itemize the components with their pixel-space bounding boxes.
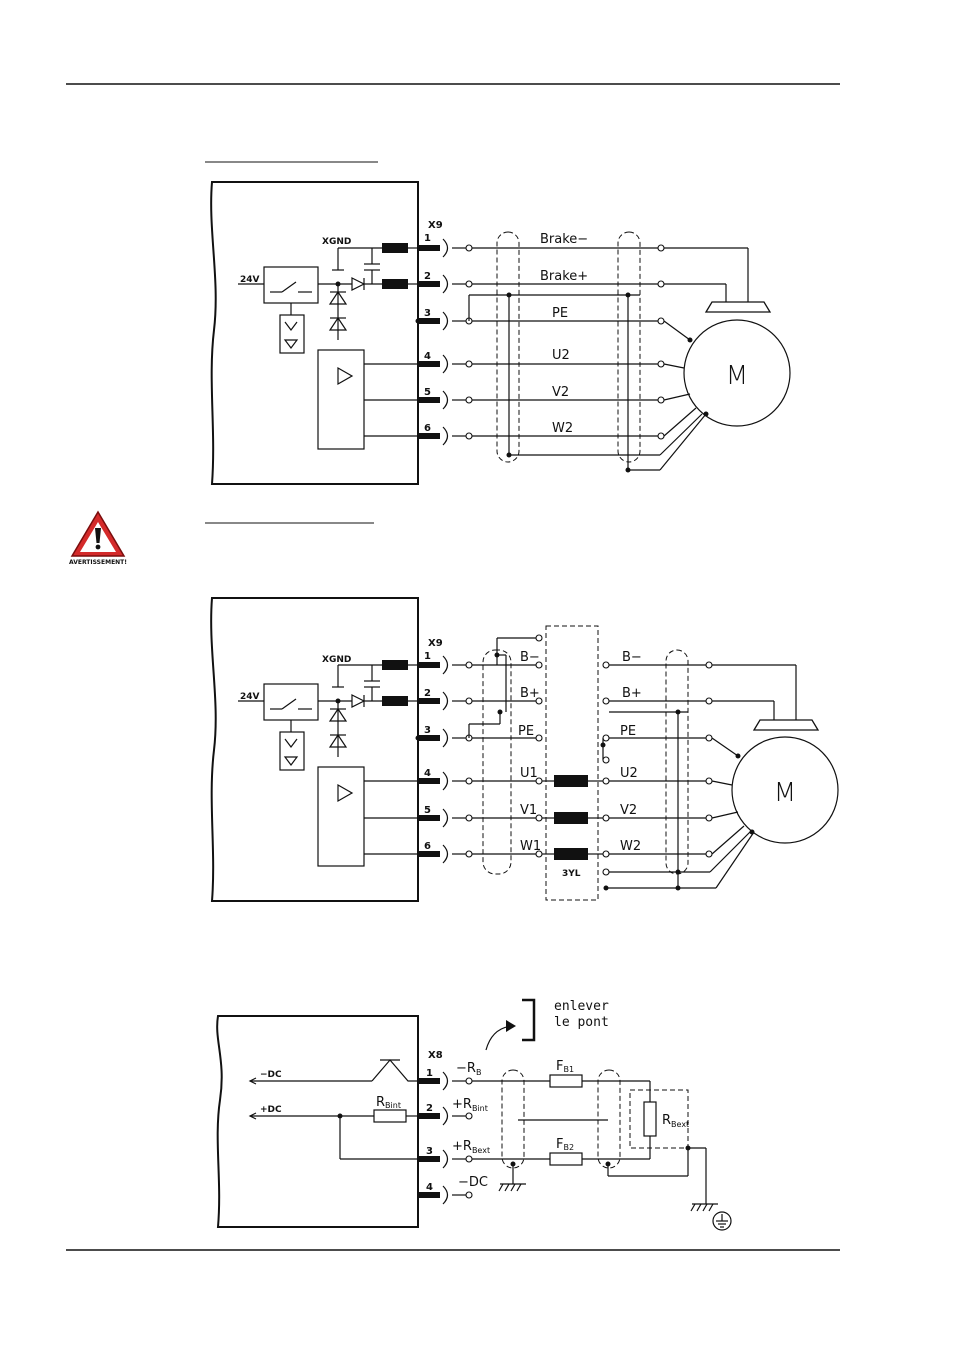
motor-1 — [683, 319, 791, 427]
pin-label: −DC — [458, 1175, 488, 1190]
pin-number: 2 — [426, 1103, 433, 1114]
signal-label-right: B+ — [622, 686, 642, 701]
bridge-note-line1: enlever — [554, 999, 609, 1014]
pin-number: 3 — [424, 725, 431, 736]
pin-rows-3: 1 −RB 2 +RBint 3 +RBext — [418, 1061, 490, 1205]
pin-number: 1 — [426, 1068, 433, 1079]
choke-coil — [554, 812, 588, 824]
signal-label: Brake+ — [540, 269, 588, 284]
pin-number: 6 — [424, 841, 431, 852]
signal-label-left: B− — [520, 650, 540, 665]
fuse-fb2 — [549, 1152, 583, 1166]
warning-icon — [70, 510, 126, 557]
pin-rows-2: 1 B− B− 2 B+ — [418, 650, 713, 864]
pin-label: −RB — [456, 1061, 481, 1077]
amplifier-box-1 — [317, 349, 365, 450]
signal-label-left: PE — [518, 724, 534, 739]
motor-2 — [731, 736, 839, 844]
cable-shield-3b — [597, 1069, 621, 1169]
signal-label-left: V1 — [520, 803, 537, 818]
motor-brake-2 — [752, 719, 820, 731]
optocoupler-2 — [279, 731, 305, 771]
protective-earth-icon — [712, 1211, 732, 1231]
xgnd-label-2: XGND — [322, 655, 351, 665]
bridge-bracket — [522, 998, 536, 1042]
drive-box-3 — [216, 1015, 419, 1228]
ground-symbol-2 — [690, 1203, 718, 1212]
diagram-2: X9 XGND 24V — [210, 597, 839, 902]
cable-shield-2b — [665, 649, 689, 875]
choke-housing — [545, 625, 599, 901]
rbext-label: RBext — [662, 1113, 689, 1129]
diagram-1: X9 XGND 24V — [210, 181, 791, 485]
optocoupler-1 — [279, 314, 305, 354]
pin-label: +RBext — [452, 1139, 490, 1155]
rbint-label: RBint — [376, 1095, 401, 1110]
motor-brake-1 — [704, 301, 772, 313]
pin-number: 4 — [426, 1182, 433, 1193]
connector-label-1: X9 — [428, 220, 443, 231]
voltage-label-2: 24V — [240, 692, 260, 702]
fuse-fb1-label: FB1 — [556, 1059, 574, 1074]
rbext-housing — [629, 1089, 689, 1149]
motor-label-1: M — [726, 361, 748, 391]
signal-label-right: V2 — [620, 803, 637, 818]
signal-label-left: U1 — [520, 766, 538, 781]
signal-label: W2 — [552, 421, 573, 436]
minus-dc-label: −DC — [260, 1070, 282, 1080]
cable-shield-1b — [617, 231, 641, 463]
amplifier-box-2 — [317, 766, 365, 867]
fuse-fb1 — [549, 1074, 583, 1088]
plus-dc-label: +DC — [260, 1105, 282, 1115]
xgnd-label-1: XGND — [322, 237, 351, 247]
pin-number: 4 — [424, 351, 431, 362]
pin-number: 1 — [424, 651, 431, 662]
pin-number: 2 — [424, 271, 431, 282]
pin-number: 1 — [424, 233, 431, 244]
signal-label: PE — [552, 306, 568, 321]
pin-number: 5 — [424, 387, 431, 398]
pin-rows-1: 1 Brake− 2 Brake+ 3 — [418, 232, 665, 446]
pin-number: 4 — [424, 768, 431, 779]
pin-number: 3 — [426, 1146, 433, 1157]
fuse-fb2-label: FB2 — [556, 1137, 574, 1152]
rbint-resistor — [373, 1109, 407, 1123]
signal-label: Brake− — [540, 232, 588, 247]
warning-label: AVERTISSEMENT! — [69, 559, 127, 566]
signal-label: U2 — [552, 348, 570, 363]
signal-label: V2 — [552, 385, 569, 400]
signal-label-left: B+ — [520, 686, 540, 701]
diagram-3: X8 −DC +DC RBint 1 −RB 2 — [216, 998, 732, 1231]
pin-number: 6 — [424, 423, 431, 434]
signal-label-right: W2 — [620, 839, 641, 854]
bridge-note-line2: le pont — [554, 1015, 609, 1030]
rbext-resistor — [643, 1101, 657, 1137]
signal-label-right: U2 — [620, 766, 638, 781]
cable-shield-1a — [496, 231, 520, 463]
choke-coil — [554, 848, 588, 860]
drive-box-1 — [210, 181, 419, 485]
ground-symbol-1 — [498, 1183, 526, 1192]
cable-shield-3a — [501, 1069, 525, 1169]
cable-shield-2a — [482, 649, 512, 875]
choke-coil — [554, 775, 588, 787]
pin-number: 3 — [424, 308, 431, 319]
connector-label-2: X9 — [428, 638, 443, 649]
signal-label-right: B− — [622, 650, 642, 665]
drive-box-2 — [210, 597, 419, 902]
brake-choke-1a — [382, 243, 408, 253]
pin-label: +RBint — [452, 1097, 488, 1113]
signal-label-right: PE — [620, 724, 636, 739]
brake-choke-1b — [382, 279, 408, 289]
pin-number: 5 — [424, 805, 431, 816]
signal-label-left: W1 — [520, 839, 541, 854]
choke-label: 3YL — [562, 869, 581, 879]
motor-label-2: M — [774, 778, 796, 808]
pin-number: 2 — [424, 688, 431, 699]
connector-label-3: X8 — [428, 1050, 443, 1061]
voltage-label-1: 24V — [240, 275, 260, 285]
